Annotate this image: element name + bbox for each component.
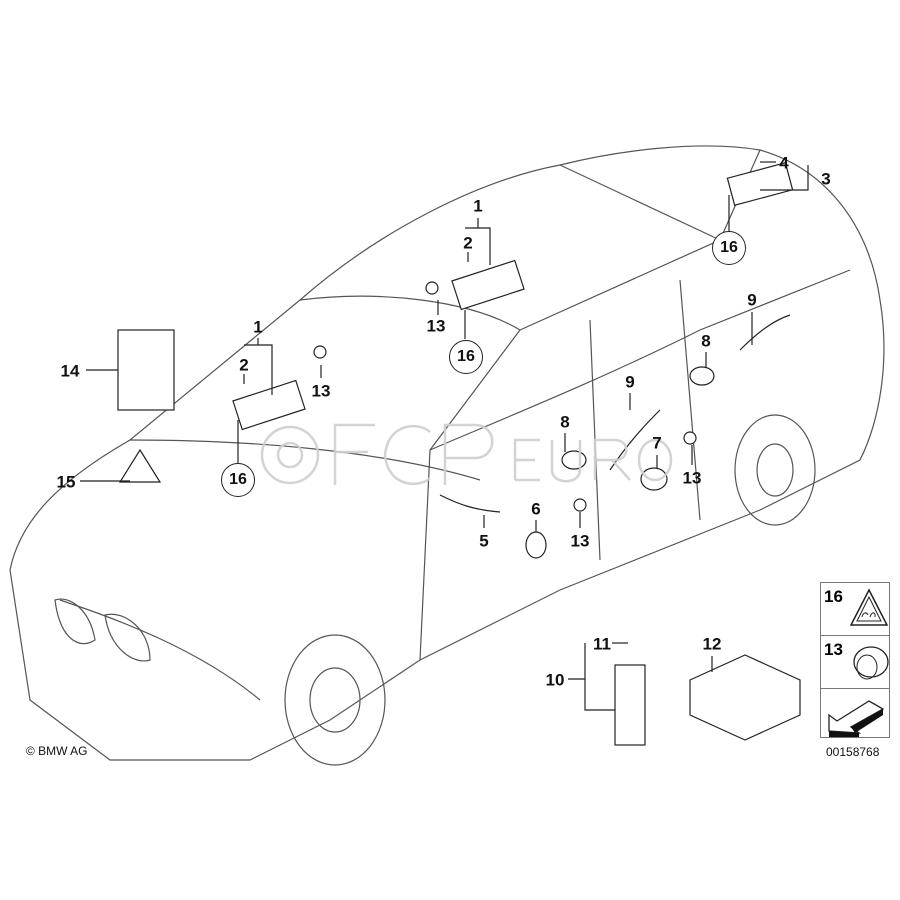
legend-item bbox=[821, 689, 889, 741]
copyright: © BMW AG bbox=[26, 744, 88, 758]
callout-16-circled: 16 bbox=[449, 340, 483, 374]
callout-2: 2 bbox=[463, 233, 473, 253]
callout-16-circled: 16 bbox=[712, 231, 746, 265]
callout-8: 8 bbox=[560, 412, 570, 432]
legend-number: 13 bbox=[824, 640, 843, 659]
callout-8: 8 bbox=[701, 331, 711, 351]
callout-7: 7 bbox=[652, 433, 662, 453]
warning-triangle-icon bbox=[849, 588, 889, 626]
legend-item: 13 bbox=[821, 636, 889, 689]
callout-9: 9 bbox=[625, 372, 635, 392]
callout-5: 5 bbox=[479, 531, 489, 551]
callout-10: 10 bbox=[545, 670, 565, 690]
grommet-icon bbox=[853, 646, 889, 680]
legend-number: 16 bbox=[824, 587, 843, 606]
callout-2: 2 bbox=[239, 355, 249, 375]
callout-11: 11 bbox=[593, 634, 611, 654]
callout-12: 12 bbox=[702, 634, 722, 654]
diagram-id: 00158768 bbox=[826, 745, 880, 759]
callout-13: 13 bbox=[682, 468, 702, 488]
callout-1: 1 bbox=[473, 196, 483, 216]
callout-14: 14 bbox=[60, 361, 80, 381]
callout-13: 13 bbox=[311, 381, 331, 401]
callout-3: 3 bbox=[821, 169, 831, 189]
callout-13: 13 bbox=[426, 316, 446, 336]
arrow-icon bbox=[828, 700, 885, 737]
callout-9: 9 bbox=[747, 290, 757, 310]
callout-13: 13 bbox=[570, 531, 590, 551]
callout-16-circled: 16 bbox=[221, 463, 255, 497]
callout-4: 4 bbox=[779, 153, 789, 173]
callout-6: 6 bbox=[531, 499, 541, 519]
callout-1: 1 bbox=[253, 317, 263, 337]
legend-item: 16 bbox=[821, 583, 889, 636]
callout-15: 15 bbox=[56, 472, 76, 492]
symbol-legend: 16 13 bbox=[820, 582, 890, 738]
